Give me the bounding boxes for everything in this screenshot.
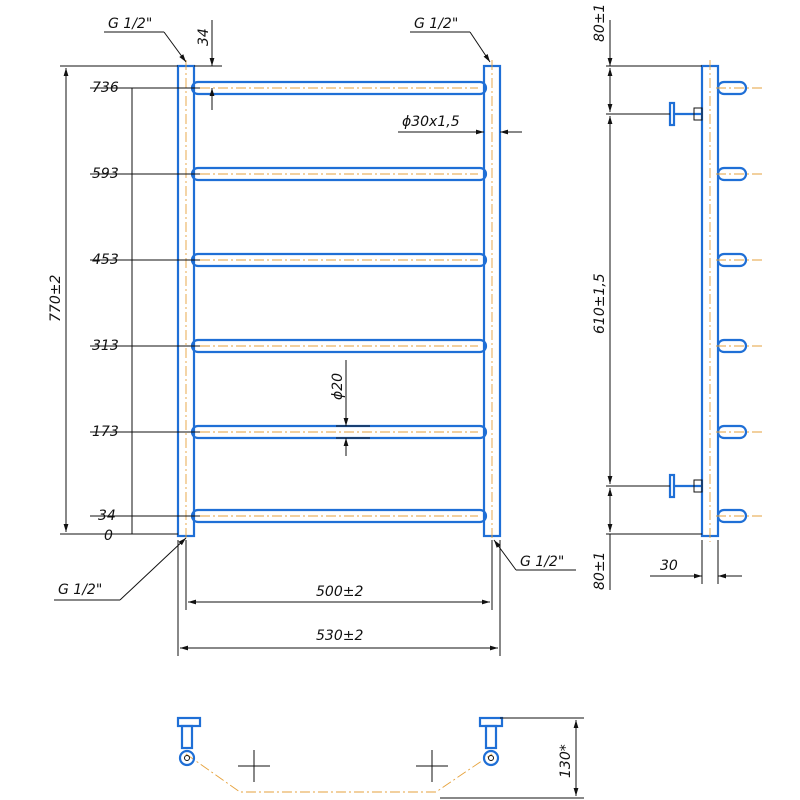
- bent-rung-axis: [185, 753, 493, 793]
- svg-text:ϕ20: ϕ20: [330, 373, 346, 400]
- svg-text:34: 34: [196, 28, 212, 46]
- svg-text:530±2: 530±2: [316, 628, 363, 644]
- level-label: 736: [92, 80, 119, 96]
- center-width-dimension: 500±2: [185, 540, 493, 610]
- top-view: 130*: [176, 716, 584, 799]
- svg-text:500±2: 500±2: [316, 584, 363, 600]
- top-right-fitting: [478, 716, 504, 767]
- pipe-diameter-dimension: ϕ30x1,5: [398, 114, 522, 135]
- thread-top-left: G 1/2": [104, 16, 187, 63]
- svg-text:ϕ30x1,5: ϕ30x1,5: [402, 114, 460, 130]
- top-depth-dimension: 130*: [440, 717, 584, 799]
- top-offset-dimension: 34: [194, 20, 222, 110]
- side-view: 80±1 610±1,5 80±1 30: [592, 4, 762, 590]
- svg-text:G 1/2": G 1/2": [414, 16, 458, 32]
- wall-mount-top: [668, 101, 703, 127]
- level-label: 313: [92, 338, 119, 354]
- svg-text:130*: 130*: [558, 744, 574, 778]
- left-collector: [176, 60, 196, 542]
- level-label: 593: [92, 166, 119, 182]
- level-label: 453: [92, 252, 119, 268]
- svg-text:G 1/2": G 1/2": [58, 582, 102, 598]
- overall-width-dimension: 530±2: [177, 540, 501, 656]
- side-bottom-offset-label: 80±1: [592, 552, 608, 590]
- side-mount-spacing-label: 610±1,5: [592, 273, 608, 334]
- level-label: 34: [98, 508, 116, 524]
- side-rung-stubs: [716, 80, 762, 524]
- level-label: 173: [92, 424, 119, 440]
- thread-top-right: G 1/2": [410, 16, 491, 63]
- side-depth-dimension: 30: [650, 540, 742, 584]
- front-view: 736 593 453 313 173 34 0 770±2 34 G 1/2"…: [48, 16, 576, 656]
- level-lines: [60, 65, 200, 535]
- right-collector: [482, 60, 502, 542]
- rung-diameter-dimension: ϕ20: [330, 360, 370, 456]
- center-mark: [416, 750, 448, 782]
- side-top-offset-label: 80±1: [592, 4, 608, 42]
- level-label: 0: [104, 528, 113, 544]
- center-mark: [238, 750, 270, 782]
- rungs: [190, 80, 488, 524]
- thread-bottom-left: G 1/2": [54, 537, 187, 601]
- thread-bottom-right: G 1/2": [493, 539, 576, 571]
- svg-text:30: 30: [660, 558, 678, 574]
- svg-text:G 1/2": G 1/2": [108, 16, 152, 32]
- overall-height-label: 770±2: [48, 275, 64, 322]
- top-left-fitting: [176, 716, 202, 767]
- wall-mount-bottom: [668, 473, 703, 499]
- svg-text:G 1/2": G 1/2": [520, 554, 564, 570]
